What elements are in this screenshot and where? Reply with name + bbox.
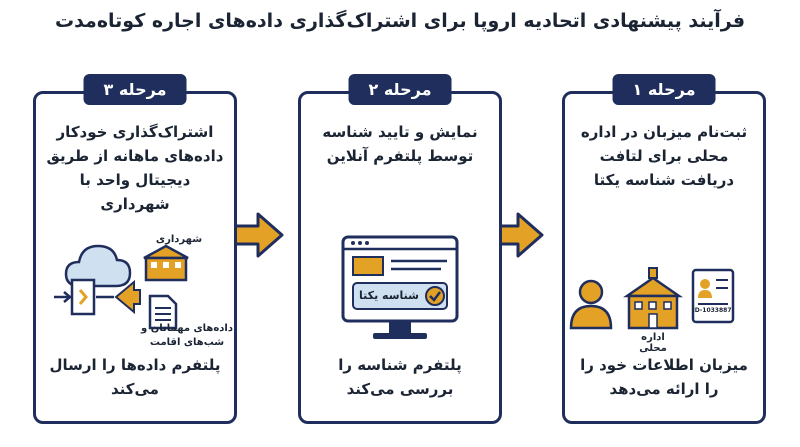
step-3-illustration <box>54 244 189 330</box>
cloud-icon <box>64 244 132 288</box>
data-label: داده‌های مهمانان و شب‌های اقامت <box>141 323 233 348</box>
step-2-footer: پلتفرم شناسه را بررسی می‌کند <box>338 356 462 398</box>
check-icon <box>425 286 445 306</box>
office-label: اداره محلی <box>639 332 667 354</box>
step-3-footer: پلتفرم داده‌ها را ارسال می‌کند <box>49 356 221 398</box>
step-1-illustration <box>569 267 735 330</box>
building-icon <box>143 244 189 282</box>
screen-label: شناسه یکتا <box>359 289 419 302</box>
step-3-label: مرحله ۳ <box>83 74 187 105</box>
step-1-heading: ثبت‌نام میزبان در اداره محلی برای لتافت … <box>580 123 748 189</box>
step-1-footer: میزبان اطلاعات خود را را ارائه می‌دهد <box>580 356 748 398</box>
step-3-heading: اشتراک‌گذاری خودکار داده‌های ماهانه از ط… <box>46 123 224 213</box>
step-2-label: مرحله ۲ <box>348 74 452 105</box>
monitor-icon <box>341 235 459 339</box>
municipality-label: شهرداری <box>155 234 203 245</box>
document-icon <box>148 294 178 330</box>
step-3-card: مرحله ۳ اشتراک‌گذاری خودکار داده‌های ماه… <box>33 74 237 424</box>
gateway-icon <box>54 278 114 316</box>
id-card-icon <box>691 268 735 324</box>
step-2-card: مرحله ۲ نمایش و تایید شناسه توسط پلتفرم … <box>298 74 502 424</box>
step-1-card: مرحله ۱ ثبت‌نام میزبان در اداره محلی برا… <box>562 74 766 424</box>
id-number: ID-1033887 <box>692 307 732 314</box>
user-icon <box>569 279 613 330</box>
building-icon <box>622 267 684 330</box>
step-1-label: مرحله ۱ <box>612 74 716 105</box>
step-2-heading: نمایش و تایید شناسه توسط پلتفرم آنلاین <box>322 123 478 165</box>
page-title: فرآیند پیشنهادی اتحادیه اروپا برای اشترا… <box>54 10 746 32</box>
